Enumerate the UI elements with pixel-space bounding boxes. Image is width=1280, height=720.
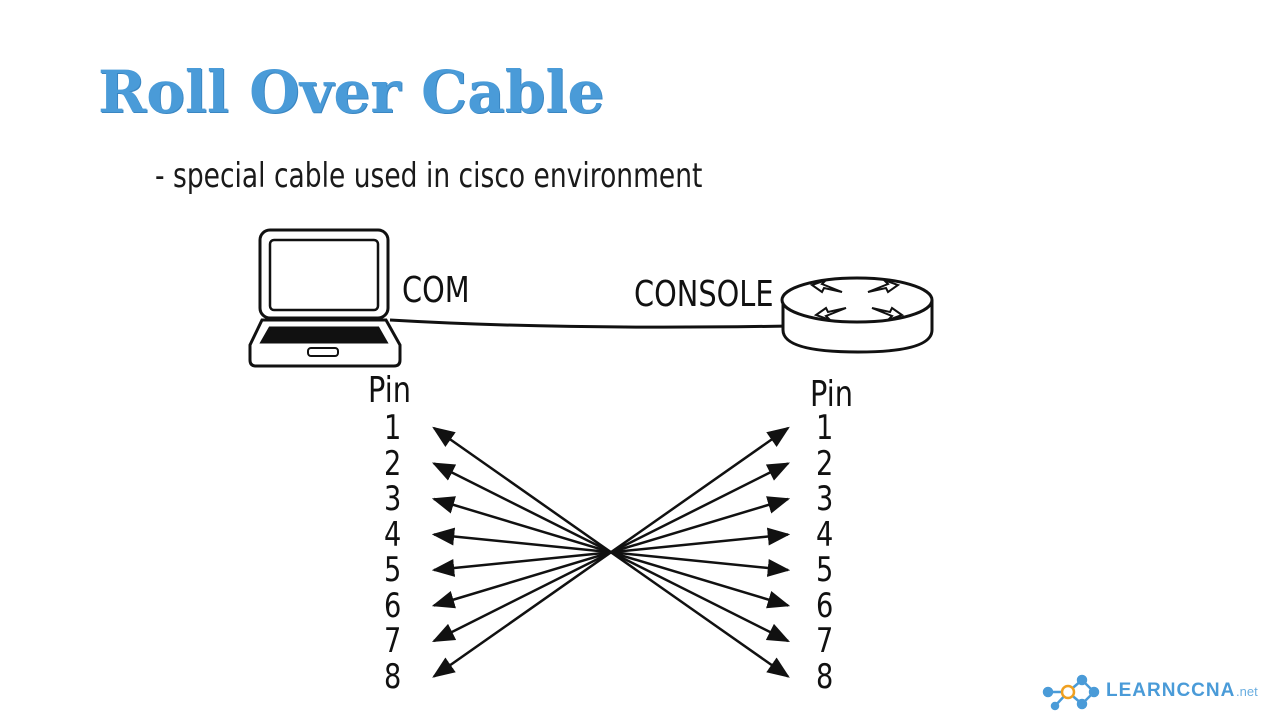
- left-pin-4: 4: [384, 514, 402, 555]
- right-pin-8: 8: [816, 656, 834, 697]
- left-pin-5: 5: [384, 550, 402, 590]
- console-cable: [389, 318, 791, 329]
- network-nodes-icon: [1042, 674, 1100, 711]
- right-pin-6: 6: [816, 585, 834, 626]
- right-pin-3: 3: [816, 479, 834, 519]
- left-pin-8: 8: [384, 656, 402, 697]
- left-pin-header: Pin: [368, 370, 411, 411]
- router-icon: [780, 276, 934, 354]
- right-pin-header: Pin: [810, 374, 853, 415]
- right-pin-2: 2: [816, 443, 834, 484]
- left-pin-7: 7: [384, 621, 402, 661]
- logo-suffix: .net: [1236, 684, 1258, 699]
- left-pin-1: 1: [384, 408, 402, 448]
- left-pin-2: 2: [384, 443, 402, 484]
- com-label: COM: [402, 270, 470, 311]
- logo-name: LEARNCCNA: [1106, 680, 1236, 701]
- wire-pin-8-to-1: [432, 426, 790, 678]
- right-pin-7: 7: [816, 621, 834, 661]
- console-label: CONSOLE: [634, 274, 774, 315]
- laptop-icon: [248, 228, 402, 368]
- slide-subtitle: - special cable used in cisco environmen…: [155, 156, 703, 196]
- right-pin-5: 5: [816, 550, 834, 590]
- right-pin-1: 1: [816, 408, 834, 448]
- right-pin-4: 4: [816, 514, 834, 555]
- pin-wires: [431, 426, 791, 678]
- left-pin-6: 6: [384, 585, 402, 626]
- slide-title: Roll Over Cable: [98, 58, 605, 126]
- left-pin-3: 3: [384, 479, 402, 519]
